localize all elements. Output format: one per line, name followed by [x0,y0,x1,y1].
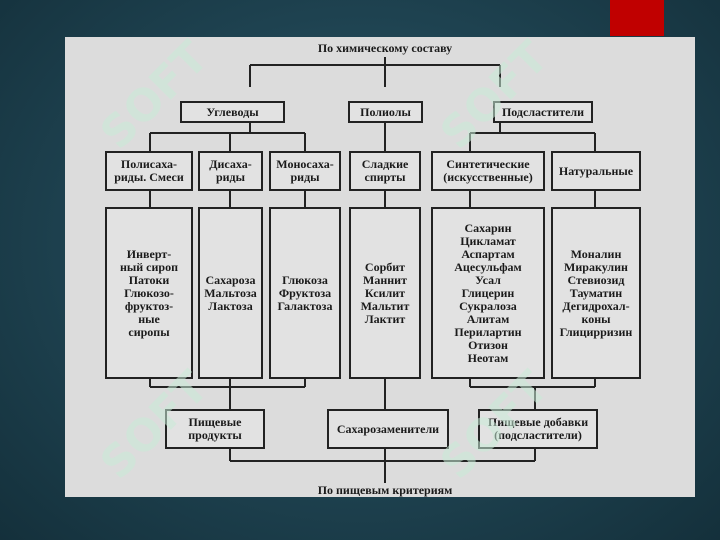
list-item: ные [138,311,160,326]
subgroup-synthetic: Синтетические(искусственные) [431,151,545,191]
list-item: Глюкозо- [124,285,174,300]
list-item: Стевиозид [567,272,625,287]
text-line: риды [215,170,245,184]
list-item: сиропы [128,324,170,339]
group-sweeteners: Подсластители [493,101,593,123]
list-item: Мальтит [360,298,410,313]
text-line: продукты [188,428,242,442]
subgroup-natural: Натуральные [551,151,641,191]
list-item: Сахароза [205,272,256,287]
list-item: Мальтоза [204,285,257,300]
list-item: Инверт- [126,246,172,261]
box-sugar-substitutes: Сахарозаменители [327,409,449,449]
text-line: Сахарозаменители [336,421,440,436]
list-item: Тауматин [569,285,623,300]
list-item: Патоки [128,272,170,287]
list-item: фруктоз- [124,298,174,313]
list-item: Сукралоза [459,298,517,313]
document-page: По химическому составу Углеводы Полиолы … [65,37,695,497]
list-item: Неотам [467,350,509,365]
text-line: риды [290,170,320,184]
group-sweeteners-label: Подсластители [501,104,585,119]
text-line: (подсластители) [494,428,582,442]
bottom-label: По пищевым критериям [317,483,453,497]
accent-bar [610,0,664,36]
text-line: риды. Смеси [114,170,184,184]
list-item: Глицирризин [559,324,633,339]
text-line: Натуральные [558,163,634,178]
list-item: коны [581,311,611,326]
group-carbs-label: Углеводы [206,104,259,119]
text-line: Дисаха- [209,157,252,171]
list-item: Дегидрохал- [562,298,630,313]
text-line: Полисаха- [120,157,178,171]
list-item: Миракулин [564,259,628,274]
list-item: Аспартам [461,246,515,261]
list-item: Сахарин [464,220,512,235]
top-label: По химическому составу [317,41,453,55]
subgroup-monosaccharides: Моносаха-риды [269,151,341,191]
list-item: Глюкоза [282,272,328,287]
list-item: Ксилит [364,285,406,300]
list-item: Цикламат [460,233,516,248]
text-line: Пищевые добавки [487,415,589,429]
list-item: Глицерин [461,285,515,300]
list-item: Фруктоза [278,285,332,300]
list-item: Перилартин [454,324,522,339]
text-line: Пищевые [188,415,242,429]
list-item: Ацесульфам [454,259,522,274]
text-line: (искусственные) [443,170,533,184]
text-line: Сладкие [361,157,409,171]
connector-lines [149,57,596,483]
group-polyols: Полиолы [348,101,423,123]
box-food-additives: Пищевые добавки(подсластители) [478,409,598,449]
list-item: Маннит [363,272,407,287]
list-item: Лактоза [208,298,253,313]
text-line: Синтетические [446,157,530,171]
list-item: ный сироп [119,259,179,274]
group-carbs: Углеводы [180,101,285,123]
list-item: Отизон [468,337,508,352]
list-item: Усал [475,272,501,287]
text-line: спирты [364,170,406,184]
list-item: Моналин [570,246,622,261]
text-line: Моносаха- [276,157,334,171]
group-polyols-label: Полиолы [360,104,411,119]
list-item: Лактит [364,311,406,326]
list-item: Галактоза [277,298,333,313]
list-item: Сорбит [364,259,406,274]
subgroup-polysaccharides: Полисаха-риды. Смеси [105,151,193,191]
subgroup-disaccharides: Дисаха-риды [198,151,263,191]
list-item: Алитам [466,311,510,326]
